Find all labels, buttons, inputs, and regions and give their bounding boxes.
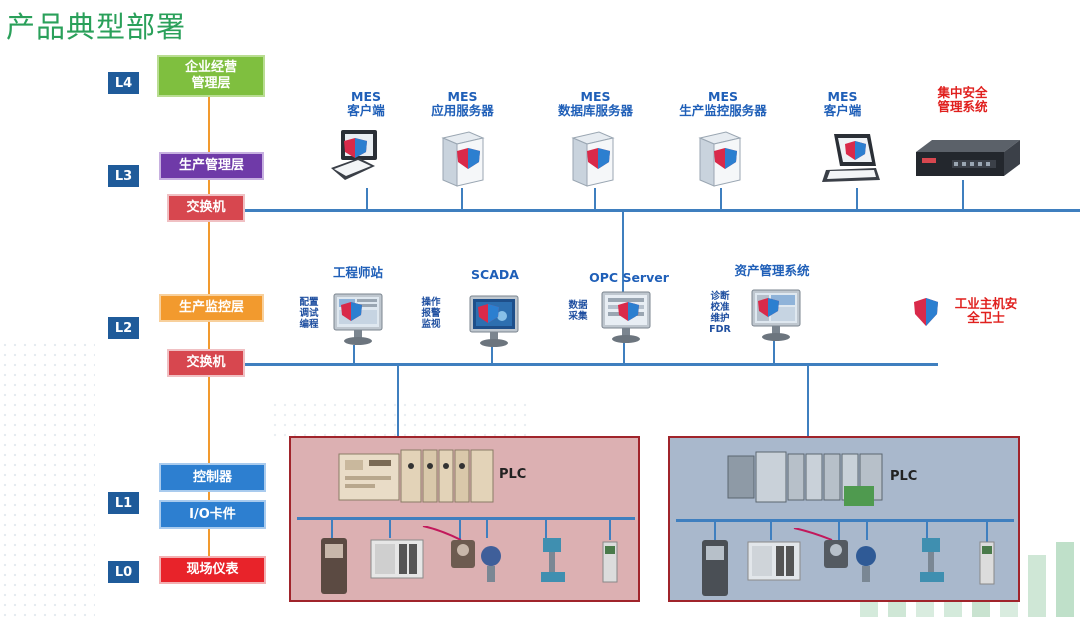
plc-rack-icon xyxy=(338,449,494,503)
l2-side-label: 配置 调试 编程 xyxy=(299,297,319,330)
shield-icon xyxy=(914,298,938,326)
server-icon xyxy=(441,131,485,187)
l2-side-label: 诊断 校准 维护 FDR xyxy=(709,291,731,335)
workstation-monitor-icon xyxy=(333,293,383,345)
l2-node-label: OPC Server xyxy=(589,270,669,285)
background-dots-left xyxy=(0,340,95,617)
l4-enterprise-box: 企业经营 管理层 xyxy=(157,55,265,97)
l2-switch-box: 交换机 xyxy=(167,349,245,377)
l3-l2-riser xyxy=(622,210,624,296)
plc-label: PLC xyxy=(890,469,918,484)
page-title: 产品典型部署 xyxy=(6,10,187,44)
l2-l1-riser-right xyxy=(807,364,809,438)
l0-field-box: 现场仪表 xyxy=(159,556,266,584)
plc-panel-left: PLC xyxy=(289,436,640,602)
l3-drop xyxy=(962,180,964,210)
level-l0: L0 xyxy=(108,561,139,583)
level-l2: L2 xyxy=(108,317,139,339)
l2-l1-riser-left xyxy=(397,364,399,438)
l2-drop xyxy=(491,345,493,364)
l3-drop xyxy=(856,188,858,210)
level-l4: L4 xyxy=(108,72,139,94)
plc-label: PLC xyxy=(499,467,527,482)
field-devices-left xyxy=(321,526,618,594)
l2-network-bus xyxy=(245,363,938,366)
plc-rack-icon xyxy=(727,451,883,506)
scada-monitor-icon xyxy=(469,295,519,347)
l3-node-label: MES 数据库服务器 xyxy=(557,89,633,118)
l2-drop xyxy=(623,340,625,364)
opc-monitor-icon xyxy=(601,291,651,343)
l2-side-label: 数据 采集 xyxy=(568,300,588,322)
server-icon xyxy=(571,131,615,187)
l2-drop xyxy=(773,340,775,364)
level-l3: L3 xyxy=(108,165,139,187)
l3-node-label: MES 客户端 xyxy=(823,89,862,118)
guard-legend-label: 工业主机安 全卫士 xyxy=(954,296,1018,325)
l2-drop xyxy=(353,345,355,364)
l1-controller-box: 控制器 xyxy=(159,463,266,492)
field-bus-right xyxy=(676,519,1014,522)
field-devices-right xyxy=(702,528,995,596)
l3-production-box: 生产管理层 xyxy=(159,152,264,180)
l3-drop xyxy=(461,188,463,210)
field-bus-left xyxy=(297,517,635,520)
l3-node-label: MES 客户端 xyxy=(347,89,385,118)
hierarchy-line xyxy=(208,96,210,556)
level-l1: L1 xyxy=(108,492,139,514)
l3-drop xyxy=(366,188,368,210)
l3-drop xyxy=(720,188,722,210)
l3-switch-box: 交换机 xyxy=(167,194,245,222)
asset-monitor-icon xyxy=(751,289,801,341)
laptop-icon xyxy=(822,134,880,182)
server-icon xyxy=(698,131,742,187)
plc-panel-right: PLC xyxy=(668,436,1020,602)
background-dots-mid xyxy=(270,400,530,440)
l2-node-label: 工程师站 xyxy=(332,265,383,280)
l3-node-label: MES 生产监控服务器 xyxy=(679,89,767,118)
l3-node-label: MES 应用服务器 xyxy=(431,89,494,118)
l3-node-label: 集中安全 管理系统 xyxy=(937,85,988,114)
l3-network-bus xyxy=(245,209,1080,212)
laptop-icon xyxy=(331,130,377,180)
appliance-icon xyxy=(916,140,1020,176)
l1-io-box: I/O卡件 xyxy=(159,500,266,529)
l2-node-label: 资产管理系统 xyxy=(734,263,810,278)
l2-side-label: 操作 报警 监视 xyxy=(421,297,441,330)
l2-monitor-box: 生产监控层 xyxy=(159,294,264,322)
l2-node-label: SCADA xyxy=(471,267,519,282)
l3-drop xyxy=(594,188,596,210)
